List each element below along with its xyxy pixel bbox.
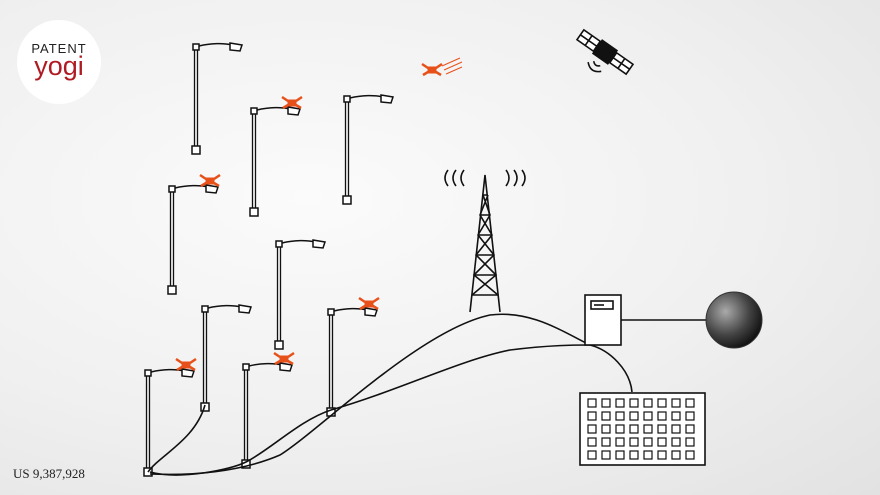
key-icon — [615, 398, 625, 408]
streetlight — [342, 94, 394, 205]
key-icon — [685, 398, 695, 408]
streetlight — [167, 184, 219, 295]
streetlight — [249, 106, 301, 217]
satellite-icon — [575, 28, 635, 76]
key-icon — [643, 450, 653, 460]
key-icon — [685, 411, 695, 421]
patent-yogi-logo: PATENT yogi — [17, 20, 101, 104]
key-icon — [629, 398, 639, 408]
key-icon — [629, 424, 639, 434]
logo-yogi-text: yogi — [34, 51, 84, 81]
key-icon — [657, 424, 667, 434]
drones — [175, 57, 463, 372]
streetlight — [200, 304, 252, 412]
key-icon — [601, 398, 611, 408]
key-icon — [685, 437, 695, 447]
key-icon — [685, 424, 695, 434]
key-icon — [643, 437, 653, 447]
streetlight — [274, 239, 326, 350]
key-icon — [629, 411, 639, 421]
key-icon — [615, 450, 625, 460]
streetlight — [326, 307, 378, 417]
streetlight — [241, 362, 293, 469]
key-icon — [587, 398, 597, 408]
key-icon — [615, 424, 625, 434]
key-icon — [671, 398, 681, 408]
key-icon — [643, 398, 653, 408]
globe-icon — [705, 291, 763, 349]
key-icon — [601, 450, 611, 460]
control-cabinet-icon — [584, 294, 706, 346]
key-icon — [671, 424, 681, 434]
drone-icon — [199, 173, 221, 188]
streetlights — [143, 42, 394, 477]
key-icon — [657, 450, 667, 460]
drone-icon — [421, 62, 443, 77]
key-icon — [615, 437, 625, 447]
drone-icon — [281, 95, 303, 110]
key-icon — [657, 411, 667, 421]
cell-tower-icon — [444, 169, 526, 313]
key-icon — [629, 437, 639, 447]
key-icon — [643, 424, 653, 434]
key-icon — [601, 437, 611, 447]
key-icon — [601, 411, 611, 421]
key-icon — [643, 411, 653, 421]
key-icon — [671, 437, 681, 447]
drone-icon — [358, 296, 380, 311]
key-icon — [587, 437, 597, 447]
network-cables — [147, 313, 633, 476]
drone-icon — [273, 351, 295, 366]
key-icon — [685, 450, 695, 460]
key-icon — [657, 398, 667, 408]
key-icon — [615, 411, 625, 421]
key-icon — [671, 450, 681, 460]
key-icon — [657, 437, 667, 447]
patent-number: US 9,387,928 — [13, 466, 85, 481]
key-icon — [601, 424, 611, 434]
key-icon — [587, 424, 597, 434]
key-icon — [587, 411, 597, 421]
key-icon — [587, 450, 597, 460]
streetlight — [143, 368, 195, 477]
drone-icon — [175, 357, 197, 372]
streetlight — [191, 42, 243, 155]
keypad-terminal-icon — [579, 392, 706, 466]
key-icon — [671, 411, 681, 421]
logo-patent-text: PATENT — [31, 41, 87, 56]
key-icon — [629, 450, 639, 460]
